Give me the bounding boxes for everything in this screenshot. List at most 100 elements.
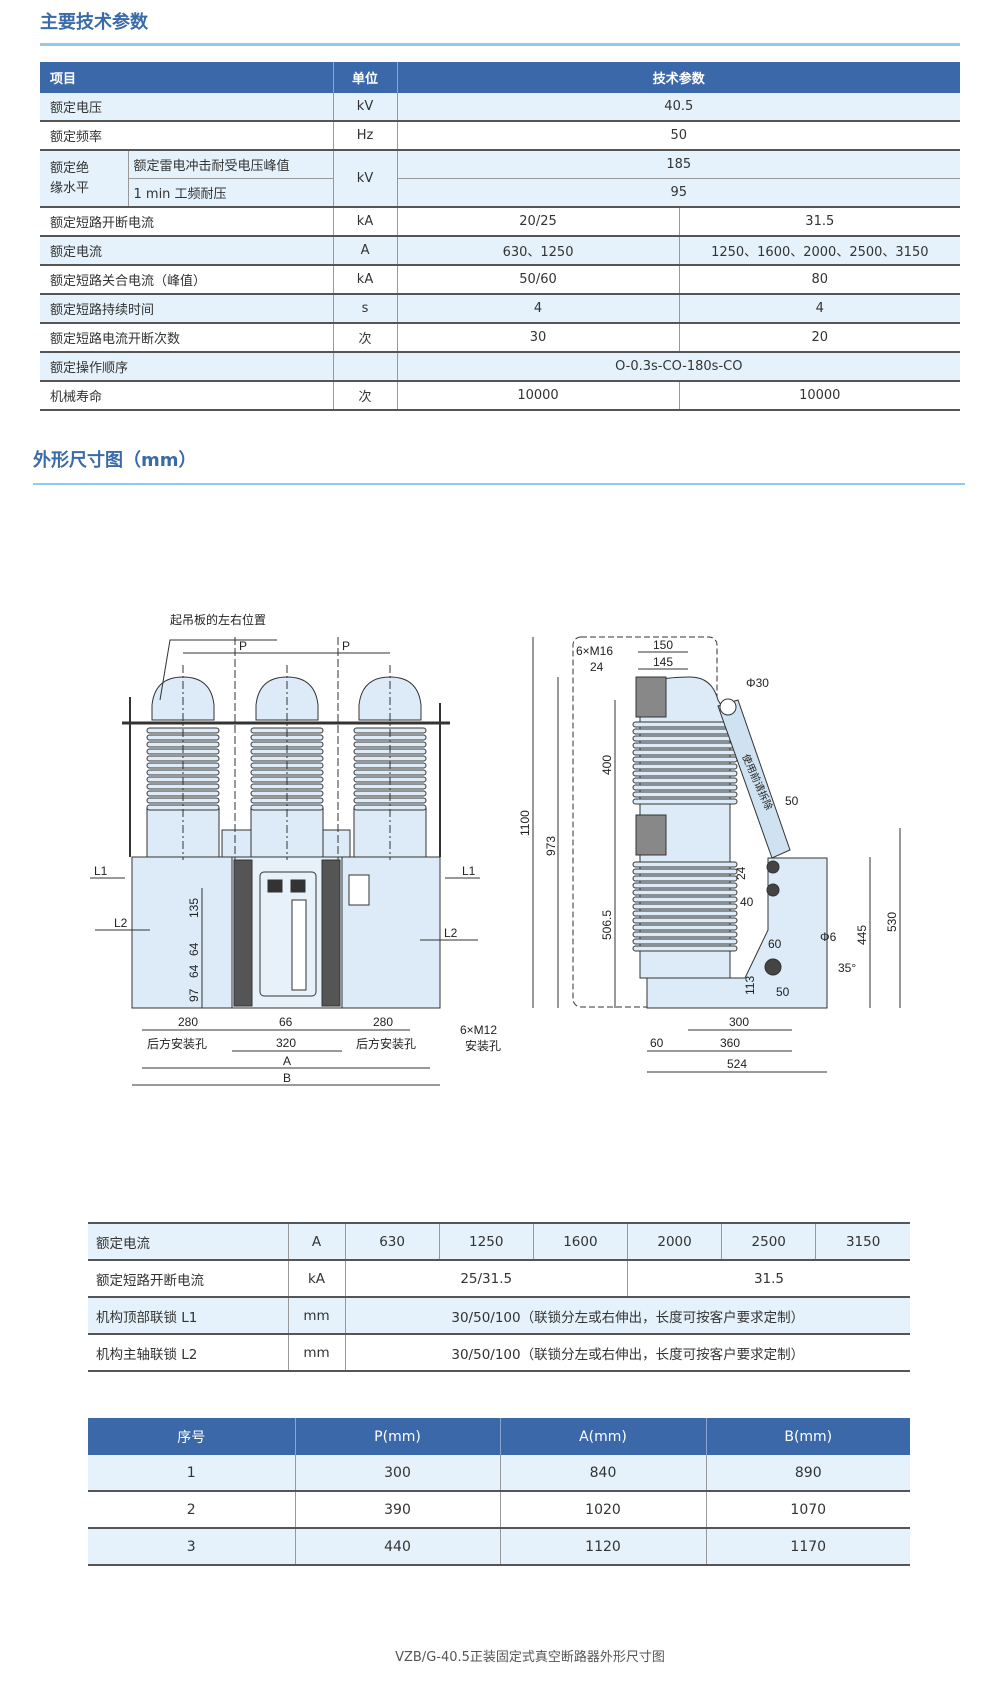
cell: 1070	[705, 1490, 910, 1528]
control-plate	[259, 871, 317, 997]
insulator-rib	[146, 769, 220, 776]
table-row: 额定短路持续时间 s 4 4	[40, 293, 961, 323]
row-unit: kV	[332, 149, 398, 207]
insulator-rib	[632, 728, 738, 735]
insulator-rib	[146, 804, 220, 811]
row-value: 1250	[438, 1222, 534, 1260]
row-unit: s	[332, 293, 398, 323]
dim-50: 50	[785, 794, 799, 808]
dim-300: 300	[729, 1015, 749, 1029]
row-unit: kA	[332, 206, 398, 236]
insulator-rib	[353, 755, 427, 762]
row-unit: 次	[332, 322, 398, 352]
insulator-rib	[146, 790, 220, 797]
insulator-rib	[250, 762, 324, 769]
table-header-row: 序号 P(mm) A(mm) B(mm)	[88, 1418, 910, 1455]
row-unit: mm	[287, 1333, 345, 1372]
cell: 390	[294, 1490, 500, 1528]
m16-label: 6×M16	[576, 644, 613, 658]
header-cell: A(mm)	[499, 1418, 706, 1455]
table-row: 额定电流 A 630、1250 1250、1600、2000、2500、3150	[40, 235, 961, 265]
insulator-rib	[250, 797, 324, 804]
cell: 2	[88, 1490, 295, 1528]
cell: 3	[88, 1527, 295, 1566]
row-value: 185	[396, 149, 961, 179]
row-value: 20/25	[396, 206, 680, 236]
insulator-rib	[250, 776, 324, 783]
insulator	[146, 665, 220, 860]
row-value: 20	[678, 322, 961, 352]
insulator-rib	[146, 727, 220, 734]
header-cell: 序号	[88, 1418, 295, 1455]
row-value: 1250、1600、2000、2500、3150	[678, 235, 961, 265]
header-cell: P(mm)	[294, 1418, 500, 1455]
indicator-window	[291, 899, 307, 991]
dim-113: 113	[743, 976, 757, 995]
lifting-label: 起吊板的左右位置	[170, 612, 266, 627]
row-label: 额定短路电流开断次数	[40, 322, 334, 352]
row-label: 额定短路持续时间	[40, 293, 334, 323]
insulator-cap	[255, 676, 319, 721]
row-unit: A	[287, 1222, 345, 1260]
insulator-rib	[353, 783, 427, 790]
l2-label: L2	[114, 916, 128, 930]
insulator-rib	[146, 755, 220, 762]
nameplate	[348, 874, 370, 906]
front-cabinet	[131, 856, 441, 1009]
insulator-rib	[632, 924, 738, 931]
stripe	[321, 859, 341, 1007]
insulator-rib	[250, 804, 324, 811]
l1-label: L1	[94, 864, 108, 878]
cell: 890	[705, 1455, 910, 1491]
outline-dashed	[572, 636, 718, 1008]
insulator-rib	[250, 741, 324, 748]
row-value: 4	[678, 293, 961, 323]
interlock-table: 额定电流 A 630 1250 1600 2000 2500 3150 额定短路…	[88, 1222, 910, 1372]
row-value: 95	[396, 178, 961, 207]
cell: 1170	[705, 1527, 910, 1566]
insulator-rib	[632, 903, 738, 910]
row-sublabel: 额定雷电冲击耐受电压峰值	[127, 149, 334, 179]
row-value: 31.5	[678, 206, 961, 236]
row-unit: A	[332, 235, 398, 265]
phi6-label: Φ6	[820, 930, 837, 944]
table-row: 额定绝缘水平 额定雷电冲击耐受电压峰值 kV 185	[40, 149, 961, 207]
row-value: 1600	[532, 1222, 628, 1260]
dim-524: 524	[727, 1057, 747, 1071]
side-insulator	[639, 676, 731, 979]
dim-280: 280	[178, 1015, 198, 1029]
front-view	[90, 637, 480, 1086]
figure-caption: VZB/G-40.5正装固定式真空断路器外形尺寸图	[395, 1650, 665, 1665]
row-value: 30/50/100（联锁分左或右伸出，长度可按客户要求定制）	[344, 1333, 910, 1372]
cell: 1020	[499, 1490, 706, 1528]
table-header-row: 项目 单位 技术参数	[40, 62, 961, 93]
dim-66: 66	[279, 1015, 293, 1029]
header-item: 项目	[40, 62, 334, 93]
mechanism-top	[221, 829, 351, 858]
row-label: 机构顶部联锁 L1	[88, 1296, 288, 1334]
insulator-rib	[632, 938, 738, 945]
insulator	[353, 665, 427, 860]
row-value: 10000	[396, 380, 680, 411]
row-value: 31.5	[626, 1259, 910, 1297]
table-row: 额定短路电流开断次数 次 30 20	[40, 322, 961, 352]
l1-label: L1	[462, 864, 476, 878]
cell: 1	[186, 1464, 196, 1481]
row-label: 额定短路关合电流（峰值）	[40, 264, 334, 294]
table-row: 机械寿命 次 10000 10000	[40, 380, 961, 411]
arm-warning-text: 使用前请拆除	[739, 752, 775, 812]
dim-530: 530	[885, 912, 899, 932]
insulator-rib	[250, 783, 324, 790]
dim-97: 97	[187, 988, 201, 1002]
row-value: 25/31.5	[344, 1259, 628, 1297]
row-label: 额定短路开断电流	[88, 1259, 288, 1297]
insulator-base	[146, 807, 220, 858]
insulator-rib	[632, 861, 738, 868]
side-view-labels: 6×M16 24 150 145 Φ30 400 1100 973 506.5 …	[518, 638, 899, 1071]
insulator-rib	[353, 776, 427, 783]
p-label: P	[342, 639, 350, 653]
dim-135: 135	[187, 898, 201, 918]
row-value: 4	[396, 293, 680, 323]
